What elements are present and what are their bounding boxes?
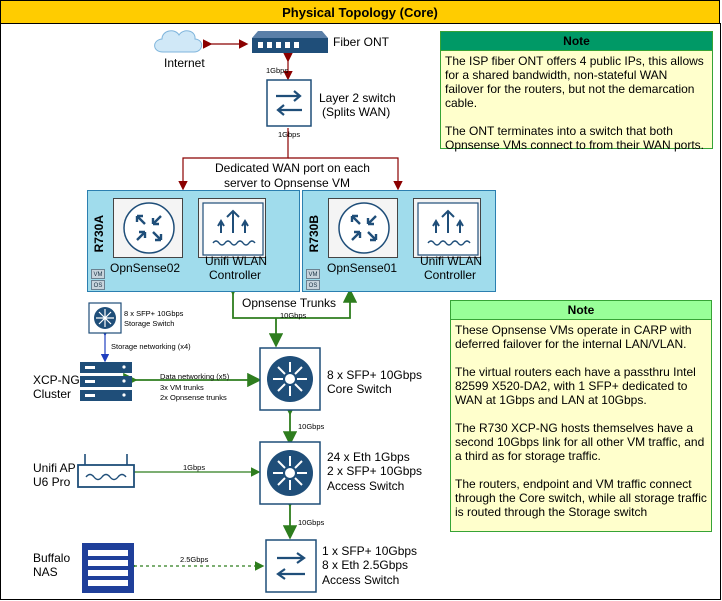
access-switch-label-1: 24 x Eth 1Gbps [327, 450, 410, 464]
wan-link-a [178, 128, 289, 191]
access-switch-label-2: 2 x SFP+ 10Gbps [327, 464, 423, 478]
vm-tag: VM [306, 269, 320, 279]
opnsense01-label: OpnSense01 [327, 261, 398, 275]
note-paragraph: The ONT terminates into a switch that bo… [445, 124, 704, 152]
note-paragraph: These Opnsense VMs operate in CARP with … [455, 323, 692, 351]
cluster-label-1: XCP-NG [33, 373, 80, 387]
server-b-label: R730B [307, 215, 321, 253]
cloud-icon [154, 30, 203, 53]
small-switch-icon [265, 539, 317, 593]
small-switch-label-2: 8 x Eth 2.5Gbps [322, 558, 409, 572]
internet-label: Internet [164, 56, 205, 70]
nas-label-2: NAS [33, 565, 58, 579]
note-paragraph: The ISP fiber ONT offers 4 public IPs, t… [445, 54, 704, 110]
layer2-switch-icon [266, 79, 312, 127]
vm-tag: VM [91, 269, 105, 279]
switch-down-speed: 1Gbps [278, 130, 301, 139]
os-tag: OS [91, 280, 105, 290]
data-net-label-2: 3x VM trunks [160, 383, 204, 392]
server-r730b: R730B VM OS OpnSense01 Unifi WLAN Contro… [302, 190, 496, 292]
ap-link-speed: 1Gbps [183, 463, 206, 472]
access-small-speed: 10Gbps [298, 518, 325, 527]
fiber-ont-icon [252, 31, 328, 53]
router-icon [123, 202, 175, 254]
unifi-controller-a-tile [198, 198, 266, 258]
unifi-controller-b-tile [413, 198, 481, 258]
unifi-ctrl-a-label-1: Unifi WLAN [205, 254, 268, 268]
note-paragraph: The virtual routers each have a passthru… [455, 365, 696, 407]
nas-link-speed: 2.5Gbps [180, 555, 209, 564]
note-paragraph: The routers, endpoint and VM traffic con… [455, 477, 707, 519]
note-carp: Note These Opnsense VMs operate in CARP … [450, 300, 712, 532]
layer2-switch-label-1: Layer 2 switch [319, 91, 396, 105]
note-isp: Note The ISP fiber ONT offers 4 public I… [440, 31, 713, 152]
access-point-icon [77, 454, 135, 488]
wan-label-1: Dedicated WAN port on each [215, 161, 370, 175]
storage-switch-label-2: Storage Switch [124, 319, 175, 328]
small-switch-label-3: Access Switch [322, 573, 400, 587]
access-switch-icon [259, 441, 321, 505]
unifi-ctrl-b-label-2: Controller [424, 268, 477, 282]
wan-label-2: server to Opnsense VM [224, 176, 351, 190]
server-r730a: R730A VM OS OpnSense02 Unifi WLAN Contro… [87, 190, 300, 292]
core-switch-label-1: 8 x SFP+ 10Gbps [327, 368, 423, 382]
storage-switch-label-1: 8 x SFP+ 10Gbps [124, 309, 184, 318]
wlan-controller-icon [202, 202, 264, 256]
layer2-switch-label-2: (Splits WAN) [322, 105, 391, 119]
unifi-ctrl-b-label-1: Unifi WLAN [420, 254, 483, 268]
opnsense-trunks [225, 281, 358, 319]
cluster-label-2: Cluster [33, 387, 72, 401]
core-switch-icon [259, 347, 321, 411]
wlan-controller-icon [417, 202, 479, 256]
os-tag: OS [306, 280, 320, 290]
opnsense02-tile [113, 198, 183, 258]
opnsense01-tile [328, 198, 398, 258]
fiber-ont-label: Fiber ONT [333, 35, 390, 49]
storage-net-label: Storage networking (x4) [111, 342, 191, 351]
storage-switch-icon [88, 302, 122, 334]
nas-icon [82, 543, 134, 593]
access-switch-label-3: Access Switch [327, 479, 405, 493]
note-header: Note [441, 32, 712, 51]
server-stack-icon [80, 362, 132, 401]
diagram-title: Physical Topology (Core) [0, 0, 720, 24]
note-header: Note [451, 301, 711, 320]
core-switch-label-2: Core Switch [327, 382, 392, 396]
trunks-speed: 10Gbps [280, 311, 307, 320]
ont-switch-speed: 1Gbps [266, 66, 289, 75]
server-a-label: R730A [92, 215, 106, 253]
opnsense02-label: OpnSense02 [110, 261, 181, 275]
data-net-label-3: 2x Opnsense trunks [160, 393, 227, 402]
small-switch-label-1: 1 x SFP+ 10Gbps [322, 544, 418, 558]
nas-label-1: Buffalo [33, 551, 71, 565]
unifi-ap-label-1: Unifi AP [33, 461, 76, 475]
unifi-ap-label-2: U6 Pro [33, 475, 71, 489]
unifi-ctrl-a-label-2: Controller [209, 268, 262, 282]
core-access-speed: 10Gbps [298, 422, 325, 431]
data-net-label-1: Data networking (x5) [160, 372, 230, 381]
router-icon [338, 202, 390, 254]
wan-link-b [288, 157, 403, 191]
trunks-label: Opnsense Trunks [242, 296, 337, 310]
note-paragraph: The R730 XCP-NG hosts themselves have a … [455, 421, 705, 463]
